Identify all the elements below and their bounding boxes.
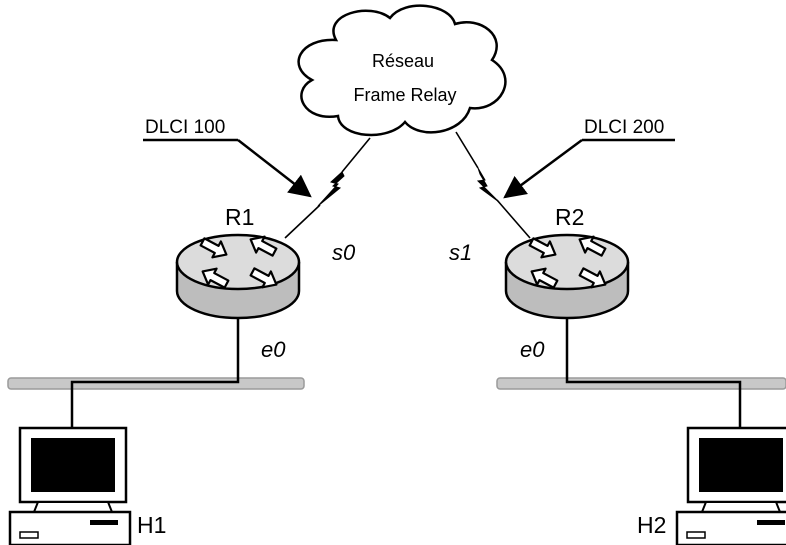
router-r2-label: R2 [555,204,584,230]
router-r1-label: R1 [225,204,254,230]
ethernet-segment-right [496,318,786,430]
host-h1-label: H1 [137,512,166,538]
r1-serial-interface: s0 [332,240,356,265]
dlci-100-text: DLCI 100 [145,117,225,138]
host-h2-label: H2 [637,512,666,538]
dlci-200-text: DLCI 200 [584,117,664,138]
serial-link-r1 [284,137,371,239]
dlci-200-arrow [503,138,583,199]
r2-ethernet-interface: e0 [520,337,545,362]
frame-relay-cloud: Réseau Frame Relay [297,4,507,137]
dlci-100-arrow [237,139,312,198]
cloud-label-line1: Réseau [372,51,434,71]
host-h2-computer-icon [675,426,786,545]
router-r2 [504,230,630,320]
dlci-label-left: DLCI 100 [143,117,312,198]
r2-serial-interface: s1 [449,240,472,265]
ethernet-segment-left [7,318,305,430]
host-h1-computer-icon [8,426,132,545]
cloud-label-line2: Frame Relay [353,85,456,105]
serial-link-r2 [455,131,531,239]
router-r1 [175,230,301,320]
dlci-label-right: DLCI 200 [503,117,675,199]
r1-ethernet-interface: e0 [261,337,286,362]
